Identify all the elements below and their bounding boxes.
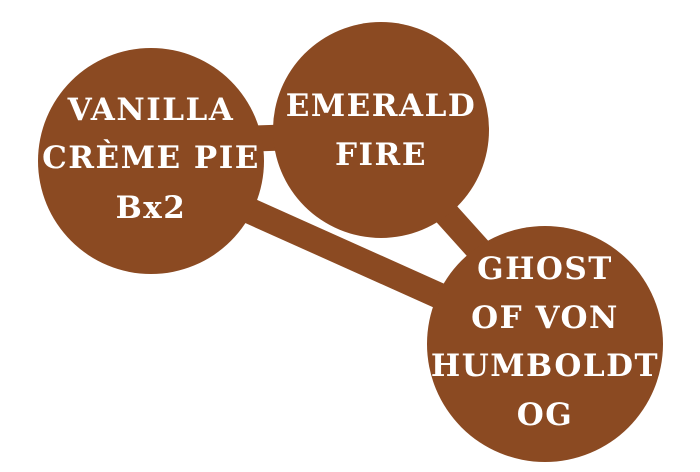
node-vanilla-creme-pie-line-1: VANILLA <box>67 92 235 128</box>
node-vanilla-creme-pie: VANILLA CRÈME PIE Bx2 <box>38 48 264 274</box>
node-emerald-fire: EMERALD FIRE <box>273 22 489 238</box>
node-emerald-fire-circle <box>273 22 489 238</box>
node-emerald-fire-line-1: EMERALD <box>286 88 477 124</box>
node-vanilla-creme-pie-circle <box>38 48 264 274</box>
node-vanilla-creme-pie-line-2: CRÈME PIE <box>42 138 260 176</box>
node-emerald-fire-line-2: FIRE <box>335 137 427 173</box>
node-layer: VANILLA CRÈME PIE Bx2 EMERALD FIRE GHOST… <box>38 22 663 462</box>
node-ghost-line-4: OG <box>517 397 573 433</box>
node-ghost-line-2: OF VON <box>471 300 619 336</box>
node-ghost-of-von-humboldt-og-circle <box>427 226 663 462</box>
node-ghost-line-1: GHOST <box>477 251 613 287</box>
node-ghost-line-3: HUMBOLDT <box>431 348 659 384</box>
node-ghost-of-von-humboldt-og: GHOST OF VON HUMBOLDT OG <box>427 226 663 462</box>
node-vanilla-creme-pie-line-3: Bx2 <box>116 190 187 226</box>
